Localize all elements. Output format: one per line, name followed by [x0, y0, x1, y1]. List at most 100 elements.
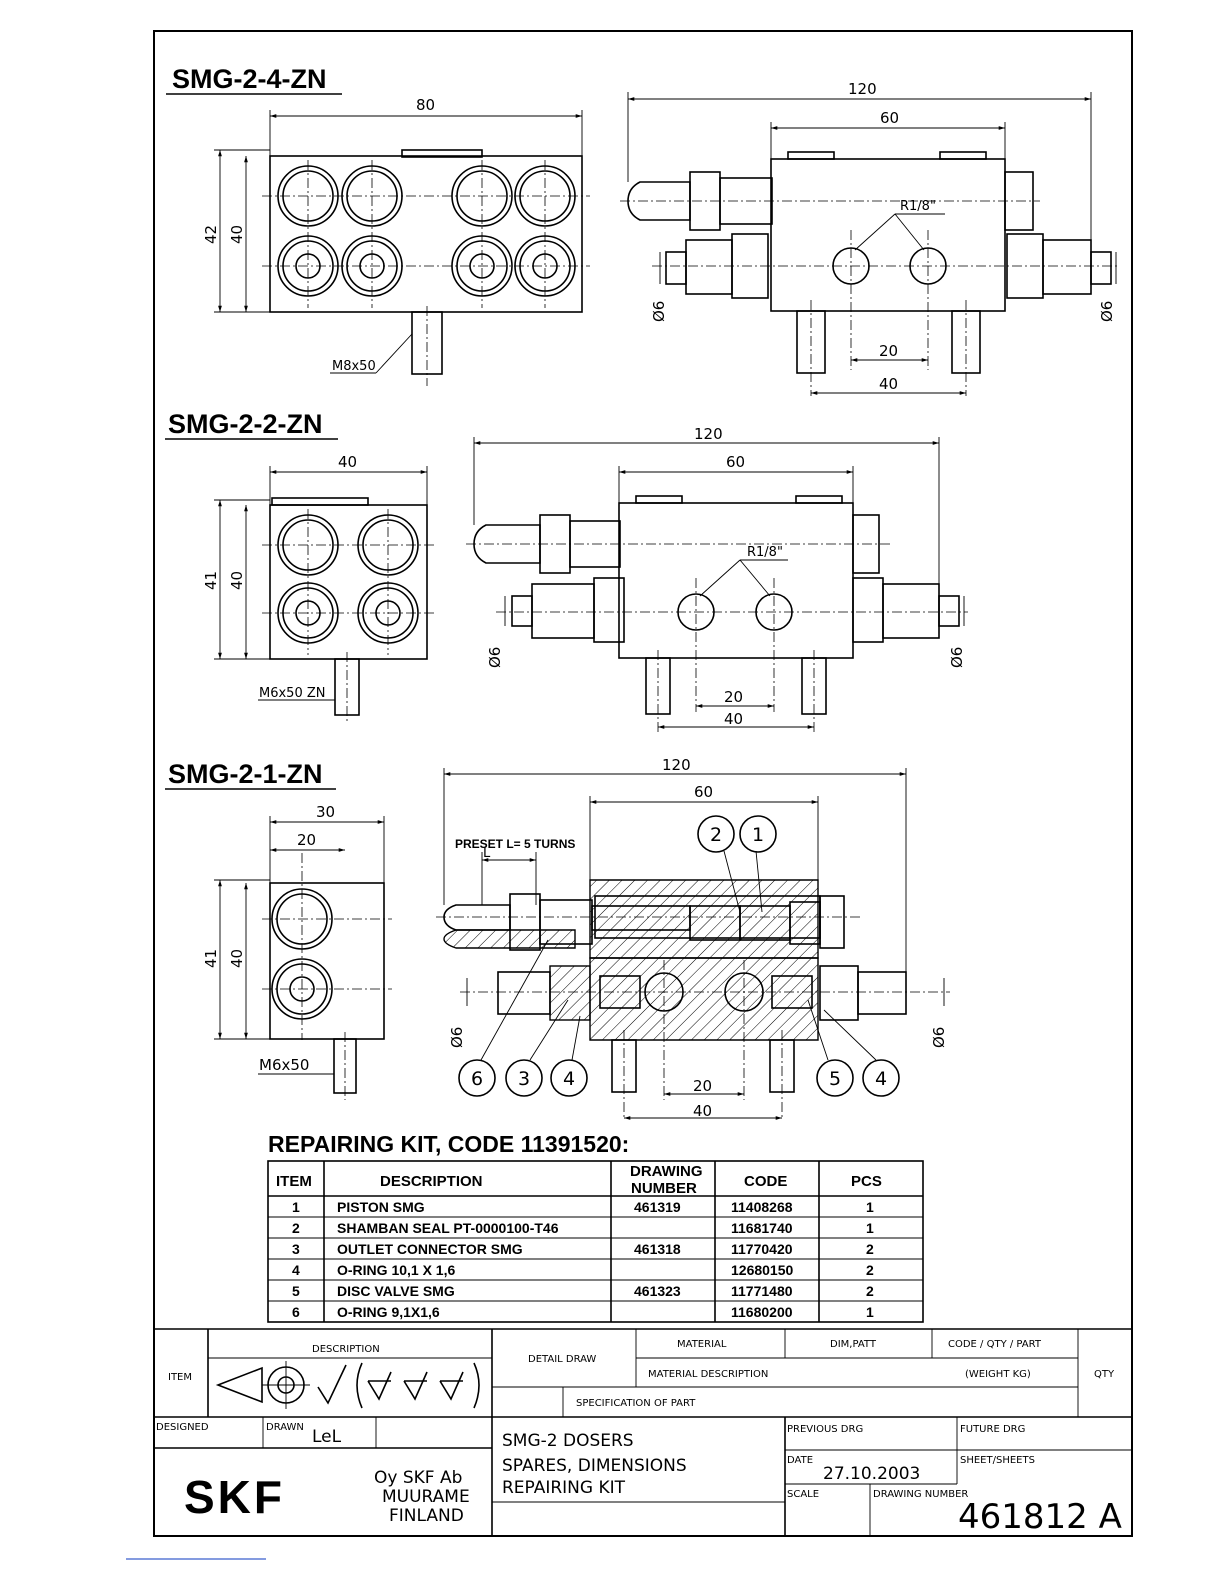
svg-text:120: 120 — [848, 80, 877, 98]
svg-text:11681740: 11681740 — [731, 1220, 793, 1236]
svg-text:DRAWING: DRAWING — [630, 1163, 703, 1180]
svg-text:FINLAND: FINLAND — [389, 1506, 464, 1526]
table-row: 6 O-RING 9,1X1,6 11680200 1 — [292, 1304, 874, 1320]
svg-text:5: 5 — [292, 1283, 300, 1299]
svg-text:3: 3 — [292, 1241, 300, 1257]
svg-text:SHAMBAN SEAL PT-0000100-T46: SHAMBAN SEAL PT-0000100-T46 — [337, 1220, 559, 1236]
svg-text:6: 6 — [471, 1068, 483, 1090]
svg-text:40: 40 — [228, 949, 246, 968]
end-view: 30 20 41 40 M6x50 — [202, 803, 392, 1100]
svg-text:DRAWING NUMBER: DRAWING NUMBER — [873, 1489, 968, 1500]
svg-text:SCALE: SCALE — [787, 1489, 819, 1500]
svg-text:PISTON SMG: PISTON SMG — [337, 1199, 425, 1215]
svg-text:4: 4 — [875, 1068, 887, 1090]
svg-text:4: 4 — [292, 1262, 300, 1278]
table-row: 1 PISTON SMG 461319 11408268 1 — [292, 1199, 874, 1215]
svg-text:120: 120 — [662, 756, 691, 774]
svg-text:1: 1 — [292, 1199, 300, 1215]
title-block: ITEM DESCRIPTION DETAIL DRAW MATERIAL DI… — [154, 1328, 1132, 1537]
svg-text:M8x50: M8x50 — [332, 359, 376, 374]
svg-text:40: 40 — [879, 375, 898, 393]
end-view: 80 42 40 M8x50 — [202, 96, 590, 386]
view-smg-2-1-zn: SMG-2-1-ZN 30 20 41 40 M6x50 — [165, 756, 950, 1120]
svg-text:2: 2 — [866, 1262, 874, 1278]
svg-text:461323: 461323 — [634, 1283, 681, 1299]
svg-text:40: 40 — [228, 225, 246, 244]
svg-text:41: 41 — [202, 949, 220, 968]
svg-text:Ø6: Ø6 — [1098, 301, 1116, 322]
svg-text:20: 20 — [297, 831, 316, 849]
svg-text:SPARES, DIMENSIONS: SPARES, DIMENSIONS — [502, 1456, 687, 1476]
svg-text:20: 20 — [879, 342, 898, 360]
svg-text:QTY: QTY — [1094, 1369, 1115, 1380]
svg-text:MATERIAL: MATERIAL — [677, 1339, 727, 1350]
svg-text:2: 2 — [866, 1283, 874, 1299]
svg-text:Oy SKF Ab: Oy SKF Ab — [374, 1468, 462, 1488]
svg-text:DATE: DATE — [787, 1455, 813, 1466]
svg-text:OUTLET CONNECTOR SMG: OUTLET CONNECTOR SMG — [337, 1241, 523, 1257]
side-view: 120 60 R1/8" Ø6 Ø6 20 40 — [620, 80, 1120, 396]
svg-text:80: 80 — [416, 96, 435, 114]
svg-text:2: 2 — [866, 1241, 874, 1257]
section-view: 120 60 PRESET L= 5 TURNS L Ø6 Ø6 20 40 2… — [436, 756, 950, 1120]
svg-text:Ø6: Ø6 — [486, 647, 504, 668]
svg-text:DESIGNED: DESIGNED — [156, 1422, 209, 1433]
svg-text:1: 1 — [752, 824, 764, 846]
svg-text:2: 2 — [710, 824, 722, 846]
svg-text:3: 3 — [518, 1068, 530, 1090]
svg-text:1: 1 — [866, 1199, 874, 1215]
view-smg-2-4-zn: SMG-2-4-ZN — [166, 64, 1120, 396]
svg-text:FUTURE DRG: FUTURE DRG — [960, 1424, 1025, 1435]
svg-text:DRAWN: DRAWN — [266, 1422, 304, 1433]
svg-text:4: 4 — [563, 1068, 575, 1090]
svg-text:40: 40 — [693, 1102, 712, 1120]
svg-text:PREVIOUS DRG: PREVIOUS DRG — [787, 1424, 863, 1435]
svg-text:M6x50: M6x50 — [259, 1056, 309, 1074]
svg-text:40: 40 — [338, 453, 357, 471]
svg-text:Ø6: Ø6 — [948, 647, 966, 668]
svg-text:O-RING 10,1 X 1,6: O-RING 10,1 X 1,6 — [337, 1262, 455, 1278]
port-circles — [277, 165, 576, 297]
svg-text:20: 20 — [693, 1077, 712, 1095]
svg-text:(WEIGHT KG): (WEIGHT KG) — [965, 1369, 1031, 1380]
svg-text:SHEET/SHEETS: SHEET/SHEETS — [960, 1455, 1035, 1466]
svg-text:12680150: 12680150 — [731, 1262, 794, 1278]
svg-text:ITEM: ITEM — [168, 1372, 192, 1383]
svg-text:11408268: 11408268 — [731, 1199, 793, 1215]
svg-text:11680200: 11680200 — [731, 1304, 793, 1320]
sheet-frame — [153, 30, 1133, 1537]
svg-text:Ø6: Ø6 — [650, 301, 668, 322]
svg-text:40: 40 — [228, 571, 246, 590]
skf-logo: SKF — [184, 1471, 285, 1523]
svg-text:6: 6 — [292, 1304, 300, 1320]
svg-text:2: 2 — [292, 1220, 300, 1236]
svg-text:11770420: 11770420 — [731, 1241, 793, 1257]
repair-kit-heading: REPAIRING KIT, CODE 11391520: — [268, 1131, 629, 1157]
svg-text:41: 41 — [202, 571, 220, 590]
svg-text:60: 60 — [726, 453, 745, 471]
svg-text:NUMBER: NUMBER — [631, 1180, 697, 1197]
svg-text:SPECIFICATION OF PART: SPECIFICATION OF PART — [576, 1398, 696, 1409]
repair-kit-table: REPAIRING KIT, CODE 11391520: ITEM DESCR… — [267, 1131, 924, 1323]
table-row: 5 DISC VALVE SMG 461323 11771480 2 — [292, 1283, 874, 1299]
drawing-number: 461812 A — [958, 1497, 1122, 1537]
view-title: SMG-2-1-ZN — [168, 759, 323, 789]
view-title: SMG-2-2-ZN — [168, 409, 323, 439]
table-row: 4 O-RING 10,1 X 1,6 12680150 2 — [292, 1262, 874, 1278]
svg-text:R1/8": R1/8" — [747, 545, 783, 560]
svg-text:11771480: 11771480 — [731, 1283, 793, 1299]
svg-text:1: 1 — [866, 1304, 874, 1320]
end-view: 40 41 40 M6x50 ZN — [202, 453, 434, 724]
svg-text:DESCRIPTION: DESCRIPTION — [380, 1173, 483, 1190]
svg-text:SMG-2 DOSERS: SMG-2 DOSERS — [502, 1431, 634, 1451]
svg-text:MUURAME: MUURAME — [382, 1487, 470, 1507]
svg-text:LeL: LeL — [312, 1427, 342, 1447]
svg-text:DISC VALVE SMG: DISC VALVE SMG — [337, 1283, 455, 1299]
svg-text:REPAIRING KIT: REPAIRING KIT — [502, 1478, 626, 1498]
svg-text:MATERIAL DESCRIPTION: MATERIAL DESCRIPTION — [648, 1369, 768, 1380]
svg-text:27.10.2003: 27.10.2003 — [823, 1464, 920, 1484]
svg-text:5: 5 — [829, 1068, 841, 1090]
svg-text:42: 42 — [202, 225, 220, 244]
svg-text:60: 60 — [880, 109, 899, 127]
